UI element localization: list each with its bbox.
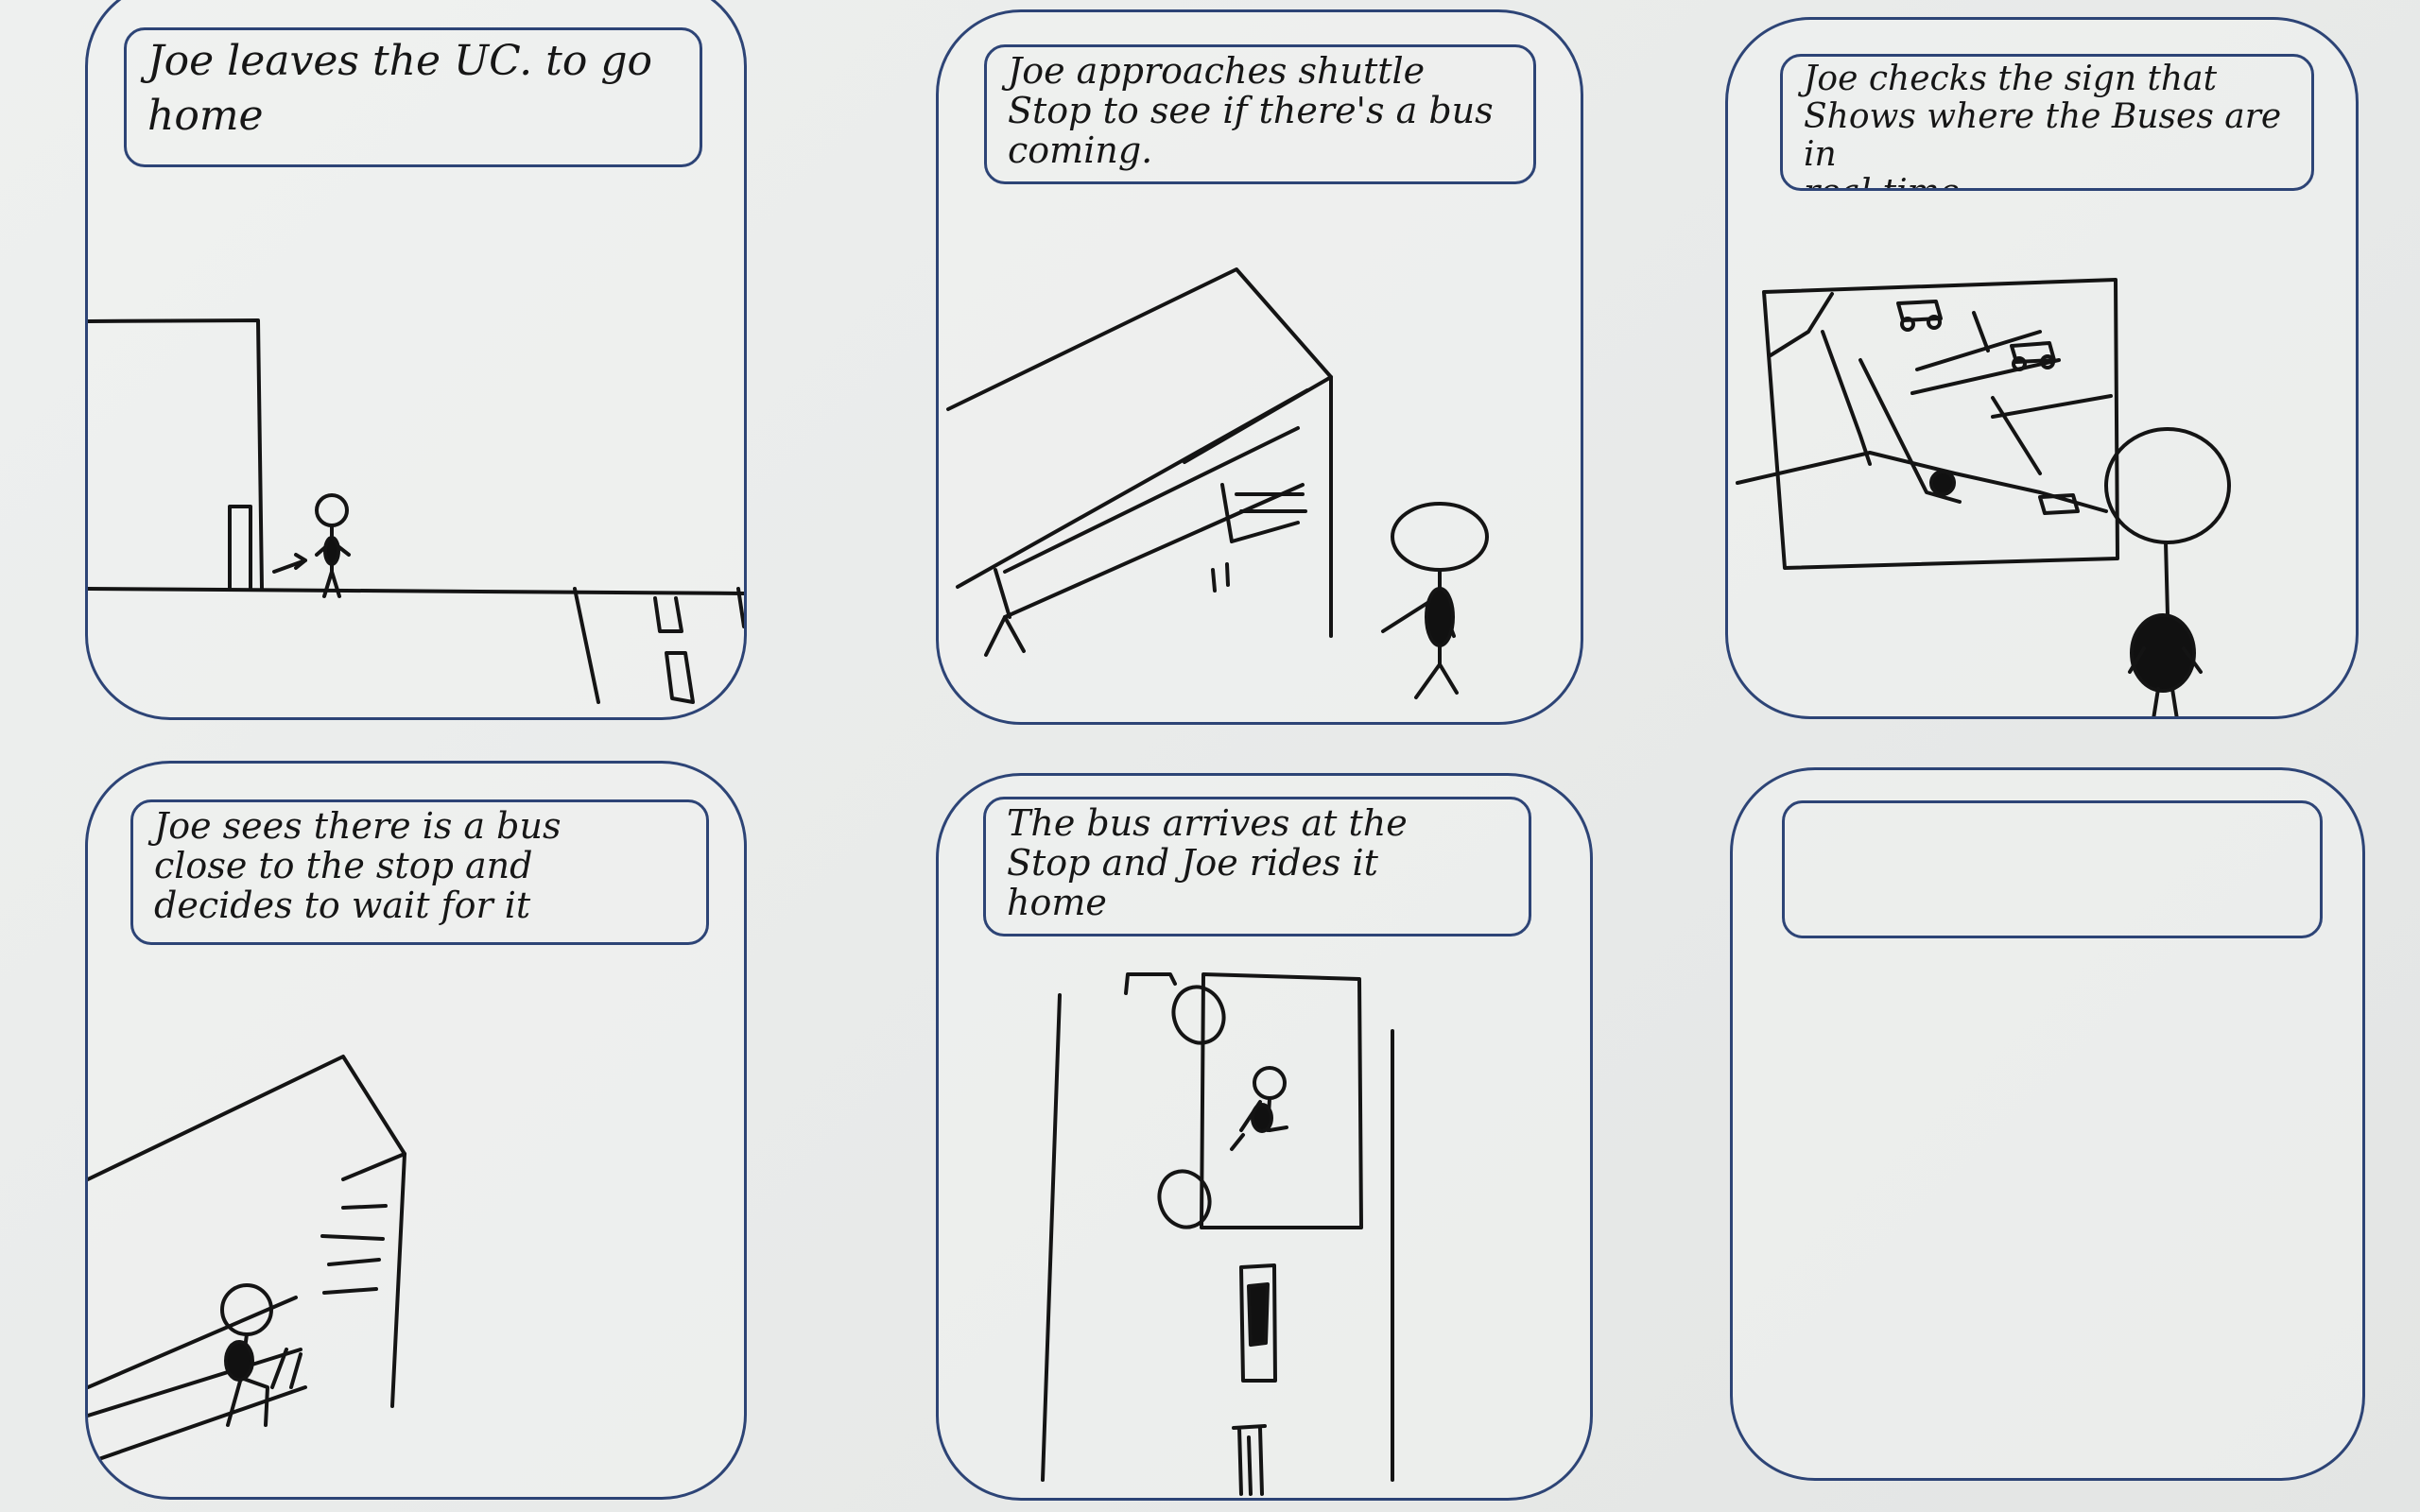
panel-1-caption: Joe leaves the UC. to go home	[124, 27, 702, 167]
storyboard-panel-2: Joe approaches shuttle Stop to see if th…	[936, 9, 1583, 725]
panel-3-sketch	[1736, 278, 2231, 716]
storyboard-panel-1: Joe leaves the UC. to go home	[85, 0, 747, 720]
panel-1-sketch	[88, 318, 744, 704]
panel-2-sketch	[946, 267, 1489, 699]
panel-4-caption: Joe sees there is a bus close to the sto…	[130, 799, 709, 945]
panel-5-caption: The bus arrives at the Stop and Joe ride…	[983, 797, 1531, 936]
panel-5-sketch	[1041, 972, 1394, 1496]
panel-3-caption: Joe checks the sign that Shows where the…	[1780, 54, 2314, 191]
panel-6-caption	[1782, 800, 2323, 938]
panel-4-sketch	[88, 1055, 406, 1465]
storyboard-panel-4: Joe sees there is a bus close to the sto…	[85, 761, 747, 1500]
panel-2-caption: Joe approaches shuttle Stop to see if th…	[984, 44, 1536, 184]
storyboard-panel-3: Joe checks the sign that Shows where the…	[1725, 17, 2359, 719]
storyboard-panel-6	[1730, 767, 2365, 1481]
storyboard-panel-5: The bus arrives at the Stop and Joe ride…	[936, 773, 1593, 1501]
